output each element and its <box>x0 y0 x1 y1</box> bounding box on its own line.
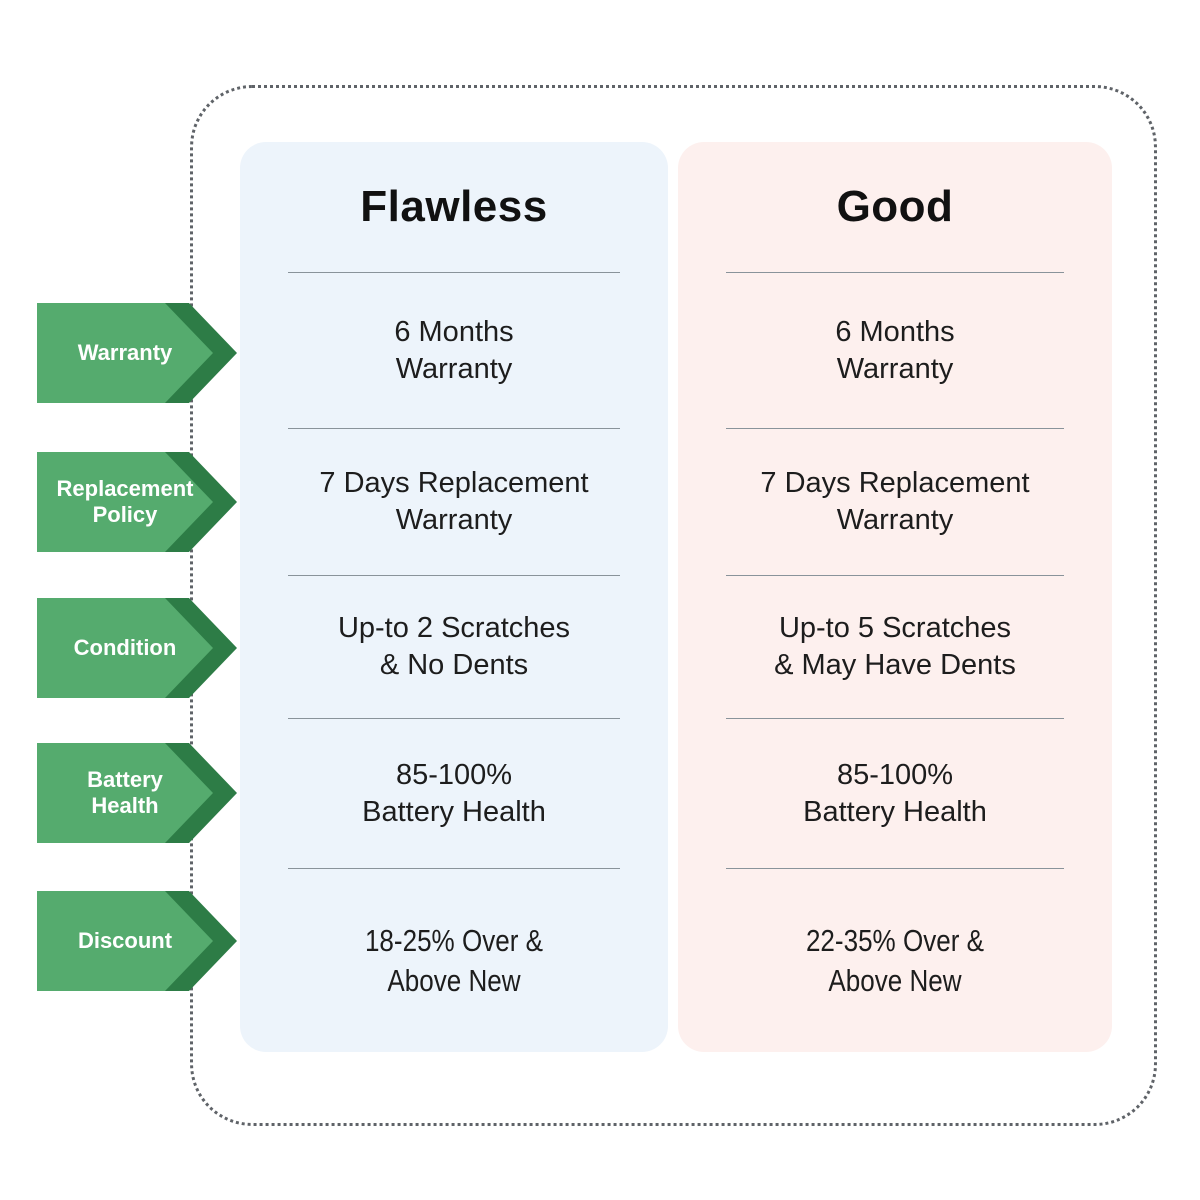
discount-value: 22-35% Over & Above New <box>805 923 985 998</box>
arrow-right-icon <box>37 598 237 698</box>
arrow-right-icon <box>37 303 237 403</box>
row-divider <box>726 575 1064 576</box>
row-divider <box>288 868 620 869</box>
cell-flawless-battery: 85-100% Battery Health <box>362 758 546 828</box>
row-badge-condition: Condition <box>37 598 237 698</box>
row-divider <box>288 718 620 719</box>
row-label: Battery Health <box>87 766 163 818</box>
cell-flawless-condition: Up-to 2 Scratches & No Dents <box>337 612 571 681</box>
cell-good-replacement: 7 Days Replacement Warranty <box>760 467 1030 536</box>
cell-good-warranty: 6 Months Warranty <box>835 315 955 385</box>
column-title-flawless: Flawless <box>360 182 548 231</box>
cell-good-battery: 85-100% Battery Health <box>803 758 987 828</box>
arrow-right-icon <box>37 743 237 843</box>
row-label: Replacement Policy <box>56 475 194 527</box>
arrow-right-icon <box>37 452 237 552</box>
column-title-good: Good <box>836 182 954 231</box>
cell-flawless-replacement: 7 Days Replacement Warranty <box>319 467 589 536</box>
cell-good-discount: 22-35% Over & Above New <box>678 869 1112 1052</box>
row-divider <box>288 575 620 576</box>
row-label: Condition <box>73 634 177 660</box>
cell-good-condition: Up-to 5 Scratches & May Have Dents <box>774 612 1016 681</box>
cell-flawless-discount: 18-25% Over & Above New <box>240 869 668 1052</box>
row-divider <box>726 868 1064 869</box>
row-divider <box>726 272 1064 273</box>
column-flawless: Flawless 6 Months Warranty 7 Days Replac… <box>240 142 668 1052</box>
row-divider <box>726 428 1064 429</box>
arrow-right-icon <box>37 891 237 991</box>
row-badge-warranty: Warranty <box>37 303 237 403</box>
discount-value: 18-25% Over & Above New <box>364 923 544 998</box>
row-divider <box>288 272 620 273</box>
row-divider <box>288 428 620 429</box>
cell-flawless-warranty: 6 Months Warranty <box>394 315 514 385</box>
row-badge-replacement-policy: Replacement Policy <box>37 452 237 552</box>
row-label: Warranty <box>77 339 173 365</box>
column-good: Good 6 Months Warranty 7 Days Replacemen… <box>678 142 1112 1052</box>
row-badge-discount: Discount <box>37 891 237 991</box>
row-badge-battery-health: Battery Health <box>37 743 237 843</box>
row-divider <box>726 718 1064 719</box>
row-label: Discount <box>77 927 173 953</box>
